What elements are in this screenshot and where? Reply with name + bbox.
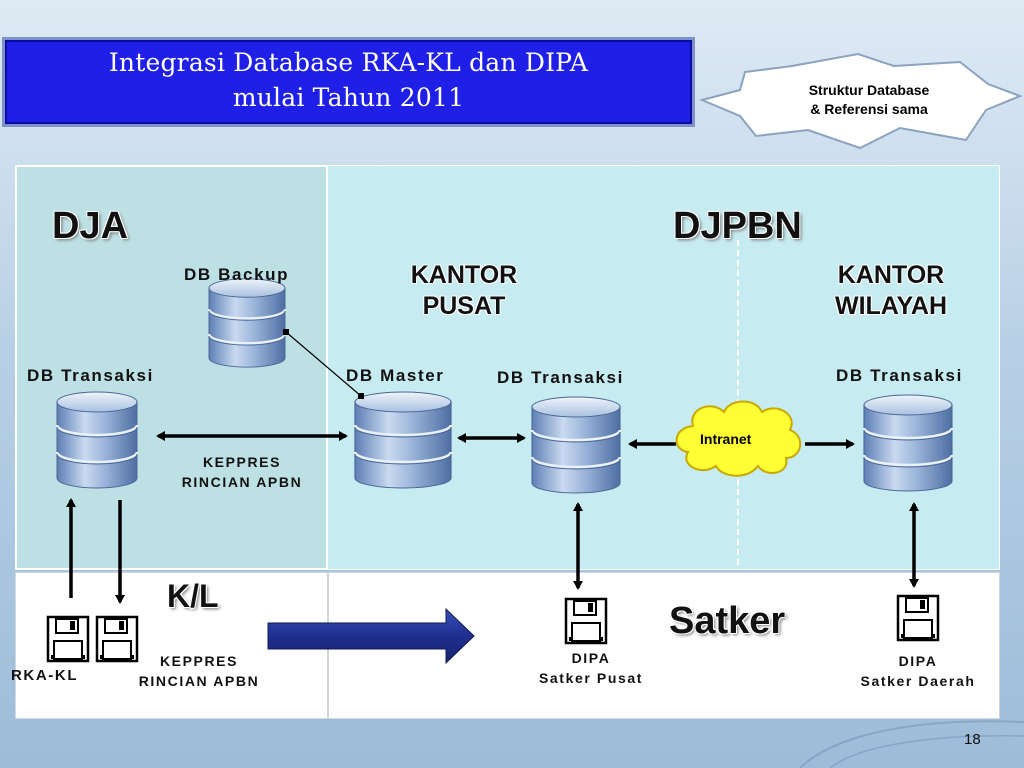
section-djpbn: DJPBN xyxy=(673,205,802,247)
dipa-pusat-line-2: Satker Pusat xyxy=(538,670,644,686)
kantor-wilayah-heading: KANTOR WILAYAH xyxy=(812,260,970,322)
title-banner: Integrasi Database RKA-KL dan DIPA mulai… xyxy=(2,37,695,127)
pusat-db-transaksi-label: DB Transaksi xyxy=(497,368,624,387)
dipa-daerah-line-1: DIPA xyxy=(898,653,938,669)
section-satker: Satker xyxy=(669,600,786,642)
keppres-top-label: KEPPRES RINCIAN APBN xyxy=(160,452,324,492)
block-arrow-icon xyxy=(267,607,475,665)
wilayah-db-transaksi-label: DB Transaksi xyxy=(836,366,963,385)
db-backup-label: DB Backup xyxy=(184,265,290,284)
section-dja: DJA xyxy=(52,205,129,247)
db-master-cylinder xyxy=(353,390,453,490)
callout-line-1: Struktur Database xyxy=(808,82,930,98)
callout-burst xyxy=(698,52,1023,150)
kantor-pusat-heading: KANTOR PUSAT xyxy=(388,260,540,322)
db-backup-cylinder xyxy=(207,277,287,369)
rka-kl-label: RKA-KL xyxy=(11,667,79,684)
wilayah-db-transaksi-cylinder xyxy=(862,393,954,493)
db-master-label: DB Master xyxy=(346,366,445,385)
kantor-pusat-line-2: PUSAT xyxy=(422,292,506,320)
title-line-1: Integrasi Database RKA-KL dan DIPA xyxy=(108,48,589,77)
seal-watermark xyxy=(799,720,1024,768)
section-kl: K/L xyxy=(167,578,219,614)
connector-handle-2 xyxy=(358,393,364,399)
intranet-cloud xyxy=(675,400,801,477)
kantor-wilayah-line-2: WILAYAH xyxy=(834,292,948,320)
page-number: 18 xyxy=(964,731,981,748)
dipa-pusat-floppy-icon xyxy=(564,597,608,645)
keppres-bottom-label: KEPPRES RINCIAN APBN xyxy=(118,651,280,691)
dja-db-transaksi-label: DB Transaksi xyxy=(27,366,154,385)
pusat-db-transaksi-cylinder xyxy=(530,395,622,495)
dja-panel xyxy=(15,165,328,570)
dipa-daerah-label: DIPA Satker Daerah xyxy=(838,651,998,691)
dja-db-transaksi-cylinder xyxy=(55,390,139,490)
dipa-daerah-floppy-icon xyxy=(896,594,940,642)
title-line-2: mulai Tahun 2011 xyxy=(232,83,465,112)
callout-line-2: & Referensi sama xyxy=(810,101,928,117)
keppres-top-line-1: KEPPRES xyxy=(202,454,282,470)
kantor-pusat-line-1: KANTOR xyxy=(410,261,518,289)
rka-kl-floppy-icon xyxy=(46,615,90,663)
keppres-bottom-line-2: RINCIAN APBN xyxy=(138,673,260,689)
dipa-pusat-line-1: DIPA xyxy=(571,650,611,666)
intranet-label: Intranet xyxy=(700,431,752,447)
dipa-pusat-label: DIPA Satker Pusat xyxy=(516,648,666,688)
backup-master-connector xyxy=(285,331,362,397)
callout-text: Struktur Database & Referensi sama xyxy=(774,81,964,119)
keppres-top-line-2: RINCIAN APBN xyxy=(181,474,303,490)
bottom-panel xyxy=(15,572,1000,719)
kantor-wilayah-line-1: KANTOR xyxy=(837,261,945,289)
dipa-daerah-line-2: Satker Daerah xyxy=(860,673,976,689)
connector-handle-1 xyxy=(283,329,289,335)
keppres-bottom-line-1: KEPPRES xyxy=(159,653,239,669)
